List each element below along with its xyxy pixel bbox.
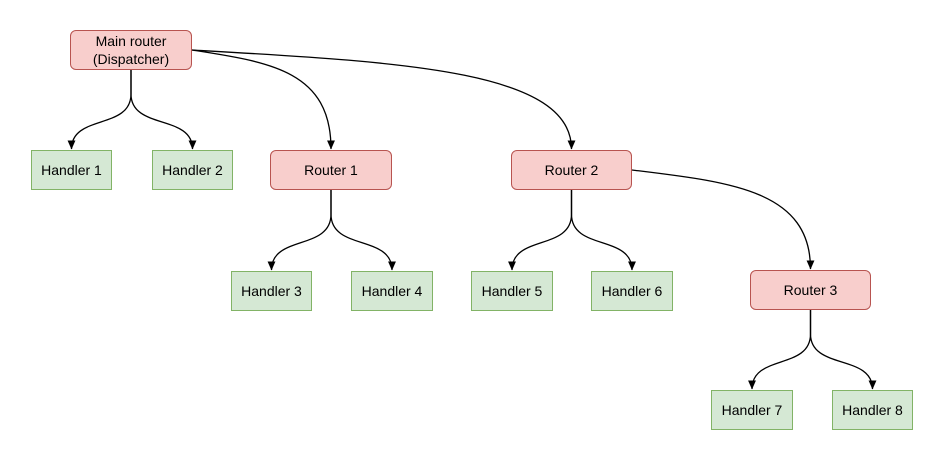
- node-router-2: Router 2: [511, 150, 632, 190]
- edge-main-router-to-handler-2: [130, 70, 197, 150]
- node-main-router: Main router (Dispatcher): [70, 30, 192, 70]
- node-label: Handler 1: [41, 161, 102, 178]
- edge-router-2-to-router-3: [631, 169, 815, 270]
- node-label: Router 3: [783, 281, 838, 298]
- node-handler-6: Handler 6: [591, 271, 673, 311]
- node-handler-8: Handler 8: [832, 390, 913, 430]
- node-handler-4: Handler 4: [351, 271, 433, 311]
- node-handler-7: Handler 7: [711, 390, 793, 430]
- node-label: Handler 4: [361, 282, 423, 299]
- edge-router-2-to-handler-6: [570, 190, 636, 271]
- node-handler-5: Handler 5: [471, 271, 553, 311]
- node-label: Router 2: [544, 161, 599, 178]
- node-label: Handler 5: [481, 282, 543, 299]
- edge-main-router-to-handler-1: [67, 70, 132, 150]
- node-label: Handler 2: [162, 161, 223, 178]
- edge-router-1-to-handler-3: [267, 190, 332, 271]
- node-label: Handler 3: [241, 282, 302, 299]
- edge-main-router-to-router-2: [191, 49, 576, 150]
- node-label: Main router (Dispatcher): [92, 32, 170, 67]
- edge-router-3-to-handler-8: [809, 310, 877, 390]
- edge-router-2-to-handler-5: [508, 190, 573, 271]
- node-label: Handler 7: [721, 401, 783, 418]
- node-handler-3: Handler 3: [231, 271, 312, 311]
- node-handler-2: Handler 2: [152, 150, 233, 190]
- edge-router-1-to-handler-4: [330, 190, 396, 271]
- edge-router-3-to-handler-7: [748, 310, 812, 390]
- node-handler-1: Handler 1: [31, 150, 112, 190]
- node-label: Handler 6: [601, 282, 663, 299]
- node-label: Handler 8: [842, 401, 903, 418]
- edge-group: [67, 49, 877, 390]
- node-label: Router 1: [304, 161, 358, 178]
- edge-main-router-to-router-1: [191, 49, 335, 150]
- node-router-3: Router 3: [750, 270, 871, 310]
- node-router-1: Router 1: [270, 150, 392, 190]
